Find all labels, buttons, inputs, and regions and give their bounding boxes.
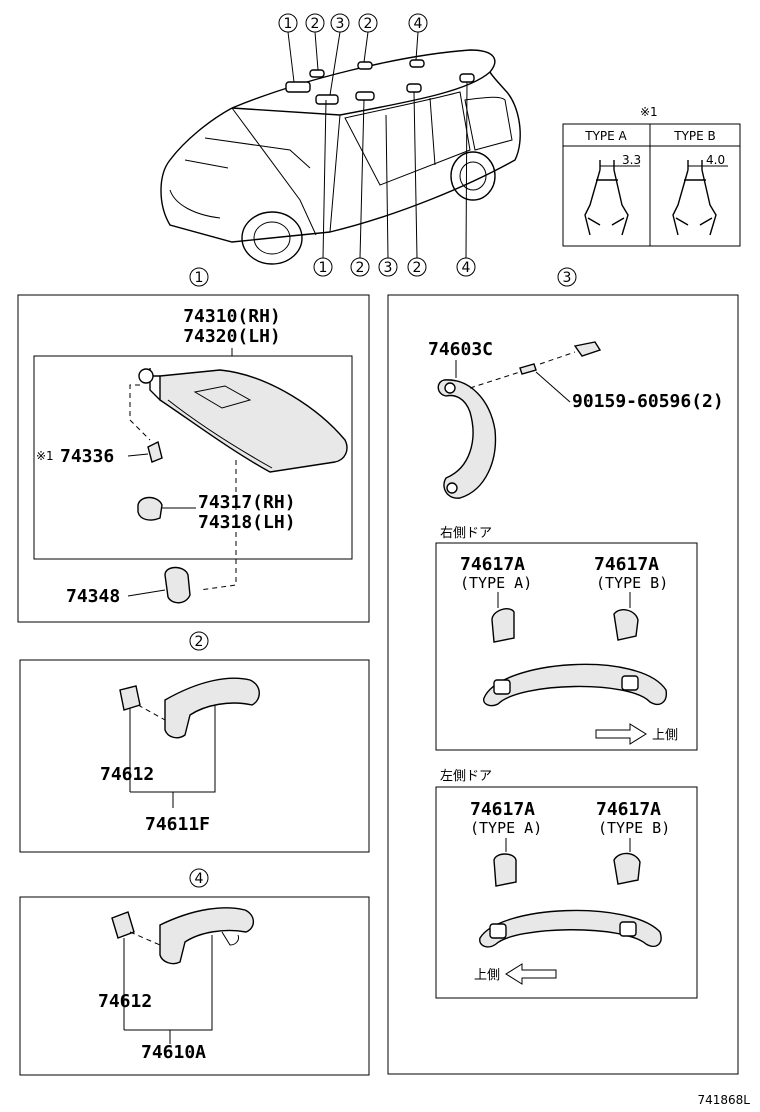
- left-door-cap-b: 74617A: [596, 799, 661, 820]
- section-3-assist-grip: 3 74603C 90159-60596(2) 右側ドア 74617A (TYP…: [387, 267, 739, 1075]
- holder-rh-label: 74317(RH): [198, 492, 296, 513]
- type-b-dimension: 4.0: [706, 153, 725, 167]
- type-a-clip-drawing: [584, 160, 629, 236]
- section-2-callout: 2: [195, 634, 204, 650]
- right-door-cap-a-type: (TYPE A): [460, 574, 532, 592]
- section-4-clip-label: 74612: [98, 991, 152, 1012]
- bracket-drawing: [164, 566, 191, 604]
- grip-74603c-drawing: [437, 379, 497, 499]
- type-a-dimension: 3.3: [622, 153, 641, 167]
- right-door-cap-a: 74617A: [460, 554, 525, 575]
- vehicle-illustration: [160, 49, 521, 265]
- right-door-grip-drawing: [483, 663, 667, 707]
- section-4-grip-drawing: [159, 907, 255, 965]
- right-door-cap-b-type: (TYPE B): [596, 574, 668, 592]
- right-door-arrow-label: 上側: [652, 728, 678, 743]
- callout-3-bottom: 3: [384, 260, 393, 276]
- section-2-grip-drawing: [164, 677, 260, 739]
- left-door-cap-a-type: (TYPE A): [470, 819, 542, 837]
- callout-2-top-a: 2: [311, 16, 320, 32]
- type-b-clip-drawing: [672, 160, 717, 236]
- callout-2-bottom-b: 2: [413, 260, 422, 276]
- figure-id: 741868L: [698, 1093, 751, 1107]
- right-door-title: 右側ドア: [440, 526, 492, 541]
- type-b-header: TYPE B: [673, 129, 716, 143]
- section-1-sun-visor: 1 74310(RH) 74320(LH) ※1 74336 74317(RH)…: [17, 267, 370, 623]
- section-2-grip-label: 74611F: [145, 814, 210, 835]
- clip-74336-label: 74336: [60, 446, 114, 467]
- left-door-arrow-label: 上側: [474, 968, 500, 983]
- callout-1-top: 1: [284, 16, 293, 32]
- visor-part-lh: 74320(LH): [183, 326, 281, 347]
- left-door-title: 左側ドア: [440, 769, 492, 784]
- callout-2-bottom-a: 2: [356, 260, 365, 276]
- holder-drawing: [137, 496, 163, 521]
- grip-74603c-label: 74603C: [428, 339, 493, 360]
- section-4-assist-grip: 4 74612 74610A: [19, 868, 370, 1076]
- section-4-callout: 4: [195, 871, 204, 887]
- left-door-cap-b-drawing: [613, 852, 641, 885]
- section-4-clip-drawing: [111, 911, 135, 939]
- screw-drawing: [519, 363, 537, 375]
- left-door-grip-drawing: [479, 909, 662, 948]
- sun-visor-drawing: [159, 369, 348, 473]
- section-1-callout: 1: [195, 270, 204, 286]
- left-door-cap-b-type: (TYPE B): [598, 819, 670, 837]
- vehicle-callouts: 1 2 3 2 4 1 2 3 2 4: [278, 13, 476, 277]
- right-door-cap-b: 74617A: [594, 554, 659, 575]
- left-door-cap-a: 74617A: [470, 799, 535, 820]
- clip-mark: ※1: [36, 449, 54, 463]
- callout-1-bottom: 1: [319, 260, 328, 276]
- callout-4-top: 4: [414, 16, 423, 32]
- section-2-assist-grip: 2 74612 74611F: [19, 631, 370, 853]
- right-door-cap-a-drawing: [491, 608, 515, 643]
- right-door-cap-b-drawing: [613, 609, 639, 641]
- bracket-label: 74348: [66, 586, 120, 607]
- section-2-clip-label: 74612: [100, 764, 154, 785]
- callout-4-bottom: 4: [462, 260, 471, 276]
- type-table-mark: ※1: [640, 105, 658, 119]
- section-3-callout: 3: [563, 270, 572, 286]
- section-2-clip-drawing: [119, 685, 141, 711]
- section-4-grip-label: 74610A: [141, 1042, 206, 1063]
- visor-part-rh: 74310(RH): [183, 306, 281, 327]
- holder-lh-label: 74318(LH): [198, 512, 296, 533]
- clip-74336-drawing: [147, 440, 163, 463]
- callout-2-top-b: 2: [364, 16, 373, 32]
- left-door-arrow: [505, 963, 557, 985]
- right-door-arrow: [595, 723, 647, 745]
- type-table: ※1 TYPE A TYPE B 3.3 4.0: [562, 105, 741, 247]
- type-a-header: TYPE A: [584, 129, 627, 143]
- left-door-cap-a-drawing: [493, 853, 517, 887]
- screw-label: 90159-60596(2): [572, 391, 724, 412]
- callout-3-top: 3: [336, 16, 345, 32]
